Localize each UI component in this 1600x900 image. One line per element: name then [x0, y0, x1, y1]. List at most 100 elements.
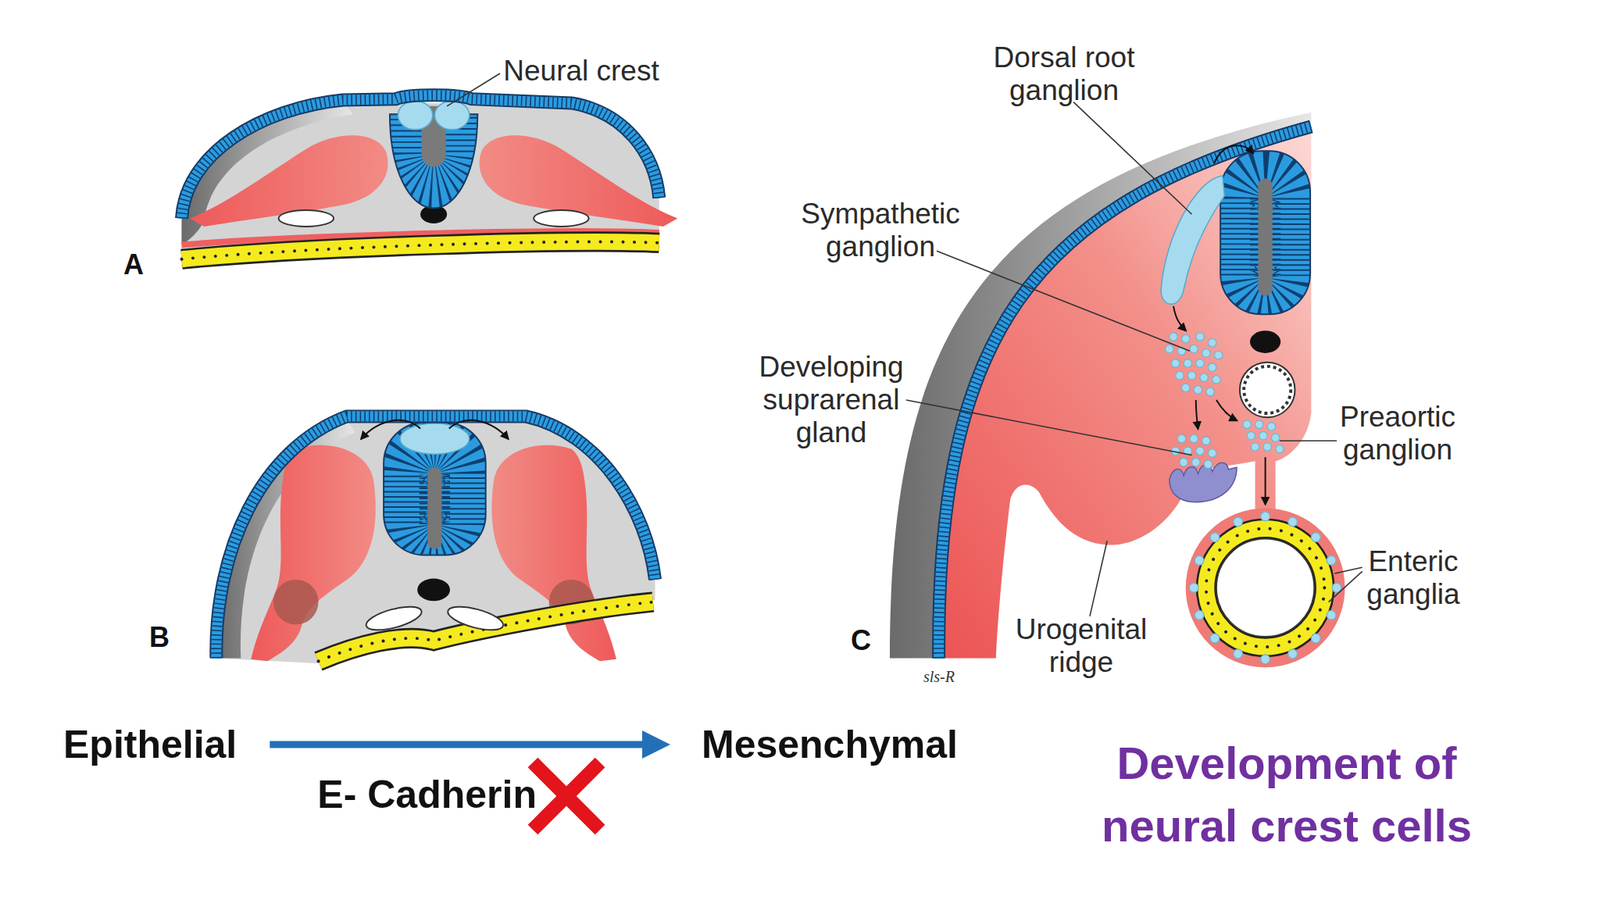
ectoderm-edge	[181, 95, 659, 219]
migration-arrow	[1216, 400, 1237, 421]
red-cross	[532, 762, 600, 830]
preaortic-cells	[1242, 420, 1284, 454]
migration-arrow	[1196, 400, 1199, 429]
panel-letter: C	[837, 624, 885, 658]
leader-line	[1073, 102, 1193, 215]
leader-line	[1334, 567, 1362, 574]
crest-cell	[1189, 344, 1198, 353]
neural-tube	[1220, 150, 1311, 315]
ectoderm-stripes	[216, 416, 656, 659]
crest-cell	[1288, 517, 1298, 527]
crest-cell	[1189, 434, 1198, 443]
crest-cell	[1255, 420, 1264, 429]
crest-cell	[1181, 383, 1190, 392]
crest-cell	[1181, 334, 1190, 343]
leader-line	[446, 73, 500, 107]
ectoderm-stripes	[181, 95, 659, 219]
sympathetic-cells	[1165, 332, 1223, 397]
leader-line	[1279, 439, 1337, 442]
crest-cell	[1233, 517, 1243, 527]
crest-cell	[1310, 532, 1321, 543]
neural-crest	[397, 100, 433, 130]
crest-cell	[1183, 359, 1192, 368]
crest-cell	[1288, 649, 1298, 659]
endoderm-dots	[1206, 528, 1325, 648]
crest-cell	[1207, 363, 1216, 372]
process-arrow	[269, 741, 644, 749]
suprarenal-cells	[1171, 434, 1216, 468]
endoderm-edge	[318, 602, 654, 662]
crest-cell	[1187, 371, 1196, 379]
node-text: Mesenchymal	[701, 721, 958, 768]
aorta-wall	[1243, 366, 1291, 414]
migration-arrow	[1264, 457, 1267, 504]
crest-cell	[1260, 654, 1271, 665]
dorsal-aorta	[445, 602, 506, 636]
callout-label: Urogenital ridge	[991, 613, 1172, 679]
endoderm-dots	[318, 602, 654, 662]
crest-cell	[1192, 457, 1200, 466]
gut-wall	[1185, 507, 1346, 668]
neural-tube	[383, 422, 486, 556]
crest-cell	[1267, 422, 1275, 431]
crest-cell	[1250, 442, 1259, 451]
crest-cell	[1202, 349, 1211, 358]
suprarenal-cortex	[1169, 462, 1237, 502]
crest-cell	[1193, 385, 1202, 394]
callout-label: Enteric ganglia	[1335, 545, 1492, 611]
crest-cell	[1196, 332, 1204, 341]
crest-cell	[1326, 610, 1336, 620]
crest-cell	[1189, 582, 1199, 593]
ectoderm-edge	[216, 416, 656, 659]
crest-cell	[1175, 371, 1184, 379]
endoderm-edge	[1206, 528, 1325, 648]
crest-cell	[1200, 373, 1208, 382]
crest-cell	[1194, 555, 1204, 565]
ectoderm	[216, 416, 656, 659]
endoderm	[1206, 528, 1325, 648]
dorsal-aorta	[533, 210, 590, 227]
callout-label: Developing suprarenal gland	[749, 350, 914, 450]
diagram-title: Development of neural crest cells	[1091, 732, 1483, 858]
crest-cell	[1179, 457, 1188, 466]
leader-line	[936, 250, 1190, 351]
panel-letter: B	[135, 621, 183, 654]
endoderm	[318, 602, 654, 662]
crest-cell	[1194, 610, 1204, 620]
crest-cell	[1326, 555, 1336, 565]
notochord	[417, 578, 450, 602]
crest-cell	[1169, 332, 1178, 341]
blocked-mark	[532, 762, 600, 830]
panel-letter: A	[110, 248, 158, 282]
leader-line	[906, 400, 1193, 456]
crest-cell	[1196, 359, 1204, 368]
crest-cell	[1203, 460, 1212, 468]
crest-cell	[1242, 420, 1251, 429]
neural-canal	[427, 467, 442, 549]
crest-cell	[1263, 442, 1272, 451]
crest-cell	[1233, 649, 1243, 659]
callout-label: Preaortic ganglion	[1315, 400, 1480, 467]
crest-cell	[1246, 431, 1255, 440]
migration-arrow	[449, 420, 509, 440]
crest-cell	[1165, 344, 1174, 353]
dorsal-aorta	[278, 210, 335, 227]
crest-cell	[1212, 375, 1221, 384]
leader-line	[1089, 540, 1108, 617]
crest-cell	[1214, 350, 1222, 359]
artist-signature: sls-R	[903, 667, 975, 686]
text-node: Mesenchymal	[670, 721, 974, 768]
crest-cell	[1210, 633, 1220, 643]
crest-cell	[1259, 431, 1268, 440]
callout-label: Neural crest	[479, 54, 683, 88]
crest-cell	[1207, 449, 1216, 458]
migration-arrow	[360, 420, 421, 440]
crest-cell	[1177, 434, 1186, 443]
crest-cell	[1260, 511, 1271, 522]
crest-cell	[1202, 436, 1211, 445]
node-text: Epithelial	[63, 721, 237, 768]
intermediate-mesoderm	[273, 579, 318, 625]
endoderm-edge	[181, 241, 659, 259]
enteric-cells	[1189, 511, 1342, 665]
